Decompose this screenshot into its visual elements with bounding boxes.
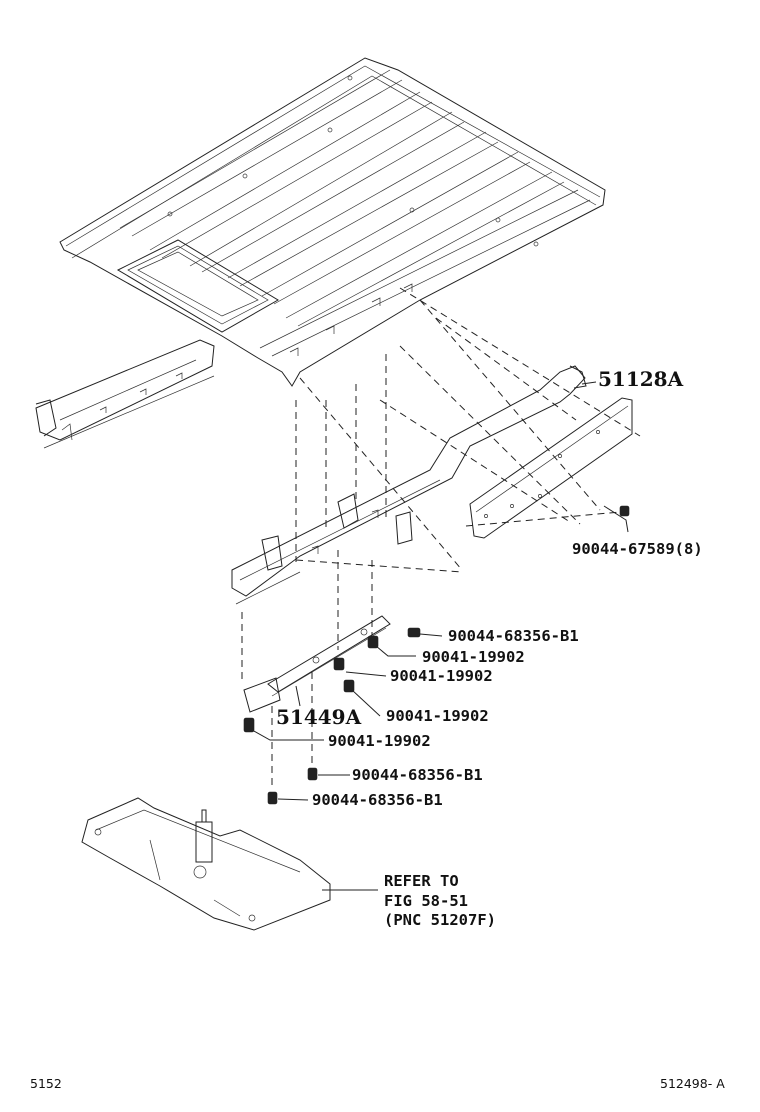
label-bolt-19902-a: 90041-19902 (422, 648, 525, 666)
label-bolt-68356-a: 90044-68356-B1 (448, 627, 579, 645)
part-51128a-plate (469, 397, 633, 539)
bolt-19902-b-icon (333, 657, 345, 671)
label-51128a: 51128A (598, 367, 684, 391)
refer-line-1: REFER TO (384, 872, 459, 890)
label-bolt-19902-d: 90041-19902 (328, 732, 431, 750)
connection-lines (241, 287, 641, 790)
bolt-68356-c-icon (267, 791, 278, 805)
footer-left: 5152 (30, 1076, 62, 1091)
floor-panel (59, 57, 606, 387)
side-rail (35, 339, 215, 449)
label-bolt-67589: 90044-67589(8) (572, 540, 703, 558)
refer-line-3: (PNC 51207F) (384, 911, 496, 929)
cross-member (231, 365, 587, 605)
bolt-19902-d-icon (243, 717, 255, 733)
label-bolt-68356-c: 90044-68356-B1 (312, 791, 443, 809)
label-51449a: 51449A (276, 705, 362, 729)
leader-lines (251, 381, 629, 891)
label-bolt-19902-b: 90041-19902 (390, 667, 493, 685)
bolt-68356-a-icon (407, 627, 421, 638)
footer-right: 512498- A (660, 1076, 725, 1091)
bolt-19902-a-icon (367, 635, 379, 649)
bolt-19902-c-icon (343, 679, 355, 693)
label-bolt-19902-c: 90041-19902 (386, 707, 489, 725)
label-bolt-68356-b: 90044-68356-B1 (352, 766, 483, 784)
part-51449a-bracket (243, 615, 391, 713)
bolts (243, 505, 630, 805)
bolt-68356-b-icon (307, 767, 318, 781)
refer-line-2: FIG 58-51 (384, 892, 468, 910)
sub-frame (81, 797, 331, 931)
bolt-67589-icon (619, 505, 630, 517)
